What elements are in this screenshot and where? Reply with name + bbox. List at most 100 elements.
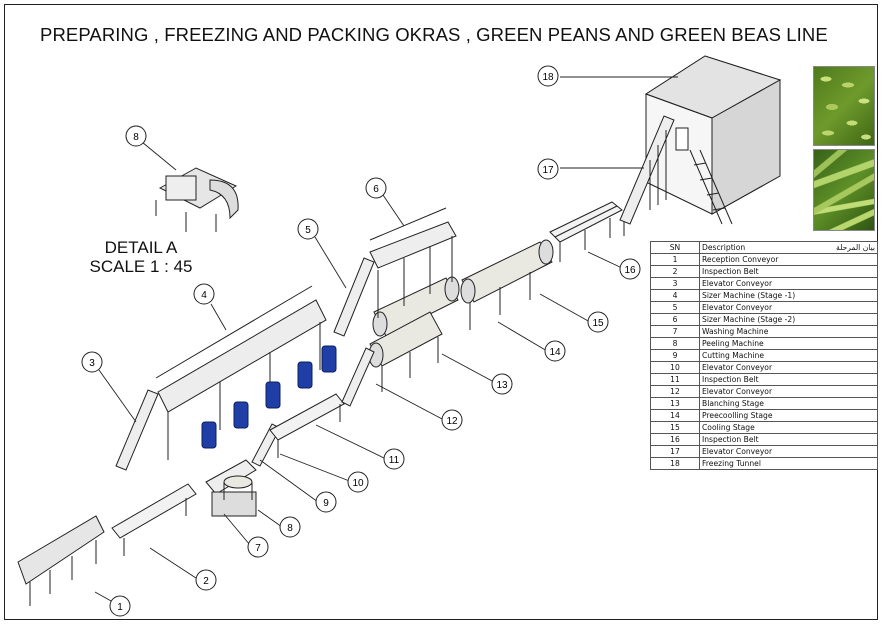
legend-row-sn: 9 (650, 349, 700, 362)
callout-14: 14 (544, 340, 566, 362)
callout-13: 13 (491, 373, 513, 395)
legend-row-description: Inspection Belt (699, 373, 878, 386)
callout-8-detail: 8 (125, 125, 147, 147)
legend-row-sn: 3 (650, 277, 700, 290)
callout-16: 16 (619, 258, 641, 280)
elevator-conveyor-17 (619, 115, 733, 236)
legend-row-description: Elevator Conveyor (699, 361, 878, 374)
drawing-title: PREPARING , FREEZING AND PACKING OKRAS ,… (40, 24, 828, 45)
okra-photo (813, 66, 875, 146)
legend-row-sn: 2 (650, 265, 700, 278)
detail-name: DETAIL A (104, 238, 178, 257)
svg-text:6: 6 (373, 184, 379, 195)
callout-8: 8 (279, 516, 301, 538)
svg-text:12: 12 (446, 416, 458, 427)
legend-row-description: Elevator Conveyor (699, 445, 878, 458)
inspection-belt-2 (111, 483, 197, 556)
legend-row-description: Cooling Stage (699, 421, 878, 434)
callout-4: 4 (193, 283, 215, 305)
green-beans-photo (813, 149, 875, 231)
inspection-belt-16 (549, 201, 623, 262)
callout-18: 18 (537, 65, 559, 87)
callout-1: 1 (109, 595, 131, 617)
legend-row-description: Elevator Conveyor (699, 385, 878, 398)
svg-text:11: 11 (389, 455, 400, 466)
svg-text:2: 2 (203, 576, 209, 587)
svg-text:9: 9 (323, 498, 329, 509)
callout-15: 15 (587, 311, 609, 333)
legend-row-sn: 1 (650, 253, 700, 266)
svg-text:8: 8 (287, 523, 293, 534)
sizer-machine-stage-1 (155, 285, 337, 460)
legend-row-sn: 12 (650, 385, 700, 398)
legend-row-description: Sizer Machine (Stage -1) (699, 289, 878, 302)
reception-conveyor (17, 515, 105, 606)
legend-header-description-text: Description (702, 242, 746, 252)
legend-row-description: Inspection Belt (699, 433, 878, 446)
sizer-machine-stage-2 (369, 207, 457, 318)
legend-row-sn: 7 (650, 325, 700, 338)
svg-text:15: 15 (592, 318, 604, 329)
legend-row-description: Inspection Belt (699, 265, 878, 278)
legend-row-sn: 8 (650, 337, 700, 350)
svg-text:4: 4 (201, 290, 207, 301)
callout-10: 10 (347, 471, 369, 493)
elevator-conveyor-3 (115, 389, 159, 471)
svg-text:3: 3 (89, 358, 95, 369)
legend-row-sn: 15 (650, 421, 700, 434)
legend-row-sn: 6 (650, 313, 700, 326)
elevator-conveyor-5 (333, 257, 375, 337)
callout-17: 17 (537, 158, 559, 180)
legend-row-sn: 16 (650, 433, 700, 446)
legend-row-description: Peeling Machine (699, 337, 878, 350)
svg-text:18: 18 (542, 72, 554, 83)
peeling-machine (211, 475, 257, 517)
legend-row-sn: 10 (650, 361, 700, 374)
detail-label: DETAIL A SCALE 1 : 45 (86, 238, 196, 276)
legend-header-sn: SN (650, 241, 700, 254)
precooling-drum (372, 276, 460, 337)
legend-header-row: SN Description بيان المرحلة (650, 241, 878, 254)
callout-12: 12 (441, 409, 463, 431)
legend-row-description: Washing Machine (699, 325, 878, 338)
callout-11: 11 (383, 448, 405, 470)
callout-6: 6 (365, 177, 387, 199)
callout-5: 5 (297, 218, 319, 240)
freezing-tunnel (644, 55, 782, 215)
legend-row-description: Sizer Machine (Stage -2) (699, 313, 878, 326)
legend-row-sn: 5 (650, 301, 700, 314)
elevator-conveyor-12 (341, 347, 375, 407)
legend-row-description: Preecoolling Stage (699, 409, 878, 422)
legend-header-description: Description بيان المرحلة (699, 241, 878, 254)
callout-2: 2 (195, 569, 217, 591)
drawing-frame (4, 4, 878, 620)
legend-row-sn: 11 (650, 373, 700, 386)
callout-7: 7 (247, 536, 269, 558)
svg-text:17: 17 (542, 165, 554, 176)
cooling-drum (460, 239, 554, 330)
svg-text:8: 8 (133, 132, 139, 143)
legend-row-description: Freezing Tunnel (699, 457, 878, 470)
legend-header-arabic: بيان المرحلة (836, 242, 875, 252)
svg-text:1: 1 (117, 602, 123, 613)
svg-text:14: 14 (549, 347, 561, 358)
legend-row-sn: 13 (650, 397, 700, 410)
callout-9: 9 (315, 491, 337, 513)
